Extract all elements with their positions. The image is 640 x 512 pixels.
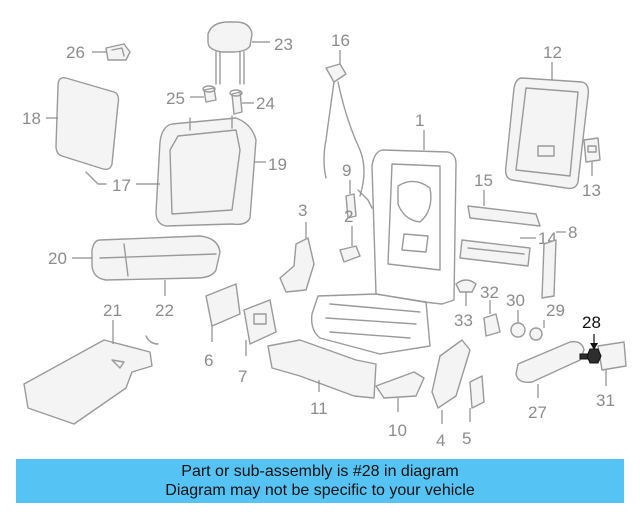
part-7-bracket [243,299,277,345]
callout-24[interactable]: 24 [256,94,275,113]
part-14-rail [459,239,531,267]
part-12-back-panel [504,77,590,190]
part-32-bracket [483,313,501,337]
callout-4[interactable]: 4 [436,431,445,450]
callout-11[interactable]: 11 [310,399,328,418]
part-19-seatback-cushion [155,115,257,227]
callout-23[interactable]: 23 [274,35,293,54]
part-10-cover [375,371,425,399]
part-4-cover [431,339,471,409]
part-18-back-panel [55,76,120,185]
callout-7[interactable]: 7 [238,367,247,386]
parts-diagram: 26 23 25 24 16 12 13 [22,21,627,450]
part-30-knob [510,322,526,338]
part-11-trim [267,339,377,399]
part-21-floor-mat [23,335,159,425]
callout-20[interactable]: 20 [48,249,67,268]
callout-32[interactable]: 32 [480,283,499,302]
part-31-cap [597,341,627,371]
part-15-rail [467,205,541,227]
part-2-latch [339,245,361,263]
part-33-cap [455,279,477,293]
callout-1[interactable]: 1 [415,111,424,130]
banner-line-1: Part or sub-assembly is #28 in diagram [181,463,459,480]
part-24-guide [229,89,243,115]
callout-28[interactable]: 28 [582,313,601,332]
part-9-bracket [345,193,357,219]
part-29-knob [529,327,543,341]
banner-line-2: Diagram may not be specific to your vehi… [165,482,475,499]
callout-9[interactable]: 9 [342,161,351,180]
callout-3[interactable]: 3 [298,201,307,220]
callout-16[interactable]: 16 [331,31,350,50]
part-8-bracket [541,239,557,299]
callout-21[interactable]: 21 [103,301,122,320]
callout-17[interactable]: 17 [112,176,131,195]
callout-31[interactable]: 31 [596,391,615,410]
part-1-seat-frame [310,149,457,355]
part-26-clip [105,43,131,61]
callout-8[interactable]: 8 [568,223,577,242]
part-23-headrest [207,21,253,85]
part-28-bolt[interactable] [579,348,602,364]
part-13-clip [583,137,601,163]
part-25-guide [202,85,217,103]
callout-10[interactable]: 10 [388,421,407,440]
info-banner: Part or sub-assembly is #28 in diagram D… [16,459,624,503]
callout-2[interactable]: 2 [344,207,353,226]
part-16-cable [323,63,373,209]
arrow-28-icon [590,343,598,350]
part-27-armrest [515,340,585,384]
callout-22[interactable]: 22 [155,301,174,320]
callout-18[interactable]: 18 [22,109,41,128]
callout-26[interactable]: 26 [66,43,85,62]
part-5-cover [469,375,485,409]
callout-12[interactable]: 12 [543,43,562,62]
callout-27[interactable]: 27 [528,403,547,422]
callout-6[interactable]: 6 [204,351,213,370]
callout-33[interactable]: 33 [454,311,473,330]
callout-15[interactable]: 15 [474,171,493,190]
callout-25[interactable]: 25 [166,89,185,108]
callout-30[interactable]: 30 [506,291,525,310]
part-3-hinge [279,237,315,293]
part-6-panel [205,283,241,327]
callout-19[interactable]: 19 [268,155,287,174]
part-20-seat-cushion [91,235,221,281]
callout-29[interactable]: 29 [546,301,565,320]
callout-13[interactable]: 13 [582,181,601,200]
callout-5[interactable]: 5 [462,429,471,448]
